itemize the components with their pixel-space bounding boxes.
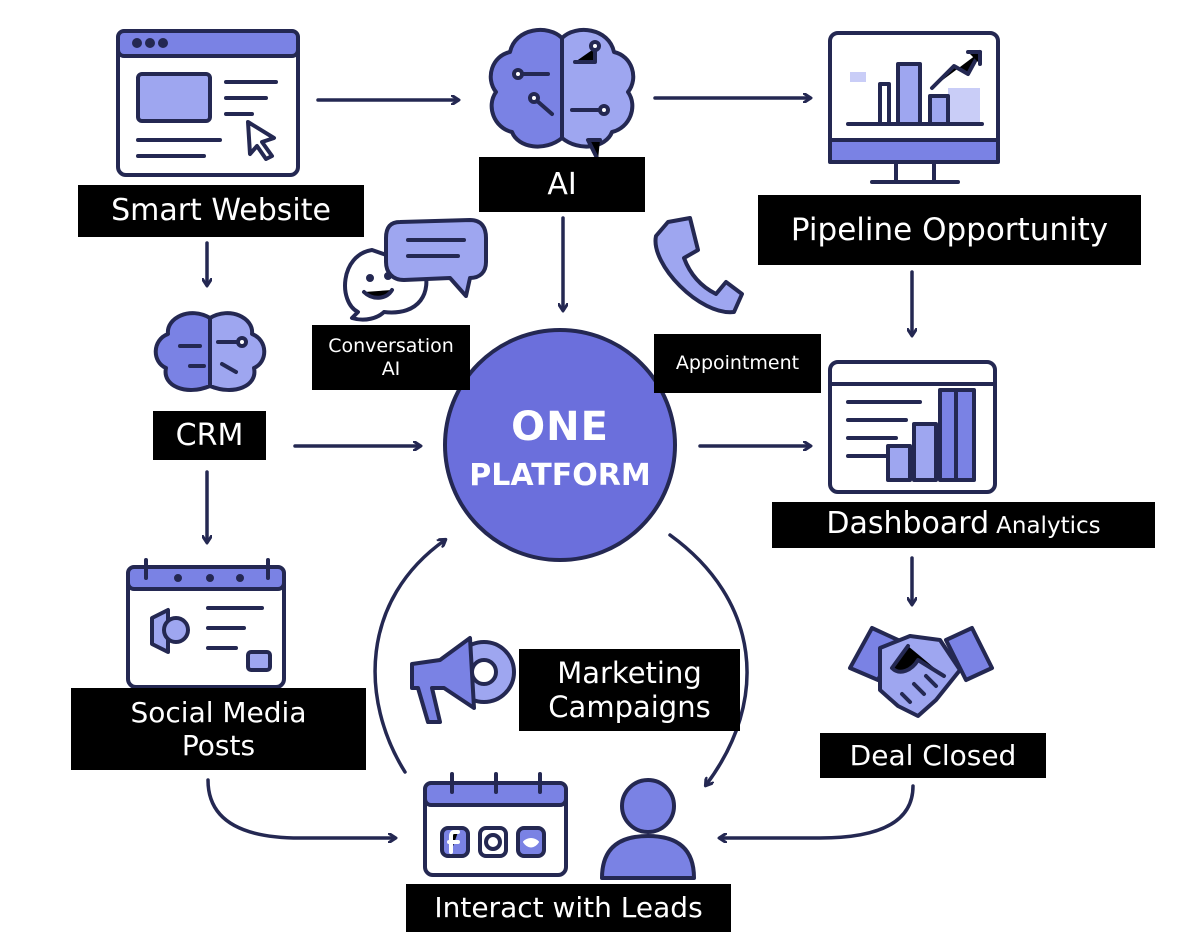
arrow-deal-to-interact (720, 784, 915, 838)
chart-monitor-icon (828, 31, 1000, 184)
megaphone-gear-icon (410, 636, 516, 724)
label-marketing-campaigns: Marketing Campaigns (519, 649, 740, 731)
chat-bubbles-icon (343, 218, 488, 322)
label-smart-website-text: Smart Website (111, 193, 331, 229)
label-social-line1: Social Media (130, 695, 307, 729)
phone-icon (653, 216, 744, 315)
center-title-line2: PLATFORM (469, 458, 651, 493)
label-dashboard-analytics: Dashboard Analytics (772, 502, 1155, 548)
social-calendar-apps-icon (423, 772, 568, 877)
label-marketing-line1: Marketing (557, 655, 702, 690)
label-deal-closed-text: Deal Closed (849, 738, 1017, 772)
label-social-line2: Posts (181, 729, 256, 762)
label-interact-text: Interact with Leads (434, 891, 703, 925)
label-dashboard-main: Dashboard (826, 506, 990, 541)
handshake-icon (848, 626, 994, 718)
label-conversation-ai-line1: Conversation (328, 335, 454, 358)
label-conversation-ai: Conversation AI (312, 325, 470, 390)
brain-circuit-icon (488, 28, 636, 162)
label-pipeline-opportunity-text: Pipeline Opportunity (790, 211, 1109, 248)
label-pipeline-opportunity: Pipeline Opportunity (758, 195, 1141, 265)
label-ai: AI (479, 157, 645, 212)
label-appointment: Appointment (654, 334, 821, 393)
center-circle (443, 328, 677, 562)
social-calendar-icon (126, 558, 286, 689)
arrow-interact-to-center (373, 540, 445, 774)
label-ai-text: AI (547, 166, 577, 202)
label-smart-website: Smart Website (78, 185, 364, 237)
label-crm: CRM (153, 411, 266, 460)
label-social-media-posts: Social Media Posts (71, 688, 366, 770)
label-dashboard-sub: Analytics (996, 513, 1101, 539)
label-conversation-ai-line2: AI (381, 357, 401, 380)
arrow-social-to-interact (206, 778, 395, 838)
label-crm-text: CRM (175, 417, 244, 453)
label-marketing-line2: Campaigns (548, 690, 711, 724)
arrow-center-to-leads (668, 533, 749, 785)
browser-cursor-icon (116, 29, 300, 177)
label-deal-closed: Deal Closed (820, 733, 1046, 778)
dashboard-chart-icon (828, 360, 997, 494)
user-icon (600, 778, 696, 880)
label-interact-with-leads: Interact with Leads (406, 884, 731, 932)
label-appointment-text: Appointment (675, 352, 800, 375)
center-title-line1: ONE (511, 404, 609, 450)
brain-chip-icon (153, 311, 267, 392)
